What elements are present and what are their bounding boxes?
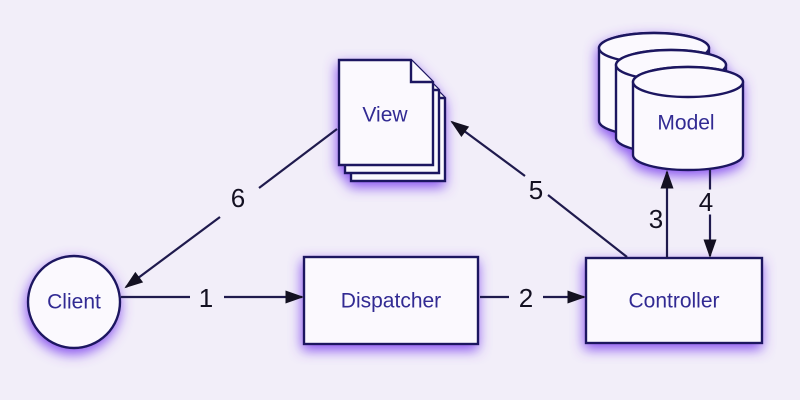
arrow-client-dispatcher: 1 bbox=[121, 280, 304, 317]
database-stack-icon bbox=[597, 31, 745, 172]
arrow-5-label: 5 bbox=[529, 175, 543, 205]
dispatcher-box bbox=[302, 255, 480, 346]
arrow-dispatcher-controller: 2 bbox=[480, 280, 586, 317]
node-controller: Controller bbox=[584, 256, 764, 345]
arrow-4-label: 4 bbox=[699, 187, 713, 217]
controller-box bbox=[584, 256, 764, 345]
node-view: View bbox=[337, 58, 447, 183]
node-dispatcher: Dispatcher bbox=[302, 255, 480, 346]
view-label: View bbox=[362, 104, 408, 127]
arrow-6-label: 6 bbox=[231, 183, 245, 213]
arrow-3-label: 3 bbox=[649, 204, 663, 234]
arrow-controller-view: 5 bbox=[450, 120, 628, 258]
model-label: Model bbox=[657, 112, 714, 135]
client-label: Client bbox=[47, 291, 101, 314]
arrow-model-controller: 4 bbox=[695, 170, 717, 258]
controller-label: Controller bbox=[628, 290, 719, 313]
arrow-1-label: 1 bbox=[199, 283, 213, 313]
arrow-view-client: 6 bbox=[124, 128, 338, 289]
client-circle bbox=[26, 254, 122, 350]
dispatcher-label: Dispatcher bbox=[341, 290, 441, 313]
document-stack-icon bbox=[337, 58, 447, 183]
arrow-2-label: 2 bbox=[519, 283, 533, 313]
node-client: Client bbox=[26, 254, 122, 350]
diagram-arrows: 1 2 3 4 5 bbox=[121, 120, 717, 317]
node-model: Model bbox=[597, 31, 745, 172]
arrow-controller-model: 3 bbox=[645, 170, 674, 258]
